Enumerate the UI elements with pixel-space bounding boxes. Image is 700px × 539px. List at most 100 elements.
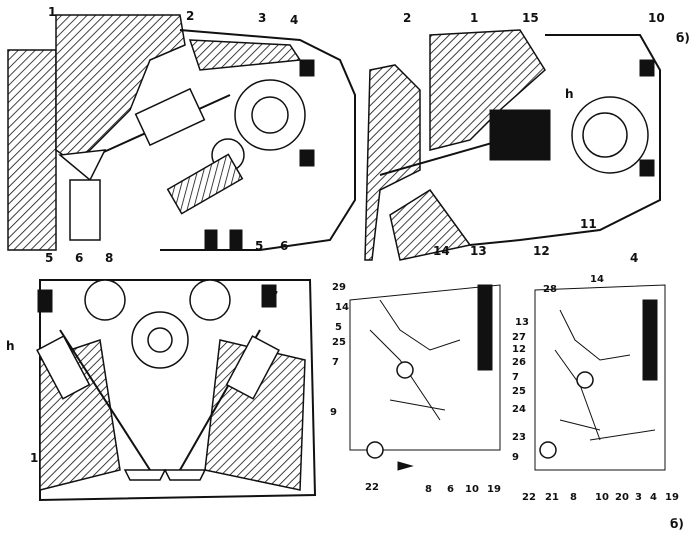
label-c-7: 7	[270, 289, 278, 303]
label-b-1: 1	[470, 11, 478, 25]
label-e-26: 26	[512, 357, 526, 368]
label-b-12: 12	[533, 244, 550, 258]
label-e-4: 4	[650, 492, 657, 503]
label-d-19: 19	[487, 484, 501, 495]
pivot-e	[576, 371, 594, 389]
cam-left	[84, 279, 126, 321]
label-a-6: 6	[280, 239, 288, 253]
head-lower-casting	[389, 188, 472, 261]
cam-right	[189, 279, 231, 321]
label-e-25: 25	[512, 386, 526, 397]
left-spring-c	[36, 335, 91, 400]
label-c-8: 8	[105, 251, 113, 265]
panel-e-linkage: 28 14 13 27 12 26 7 25 24 23 9 22 21 8 1…	[512, 274, 684, 531]
cover-bolt-top	[299, 59, 315, 77]
arrow-d	[397, 461, 414, 471]
adjuster-right	[261, 284, 277, 308]
adjuster-left	[37, 289, 53, 313]
head-top-casting	[188, 39, 302, 71]
label-d-14: 14	[335, 302, 349, 313]
rocker-arm	[166, 153, 244, 215]
head-bolt-2	[229, 229, 243, 251]
label-d-10: 10	[465, 484, 479, 495]
cover-bolt	[299, 149, 315, 167]
valve-cover-outline	[160, 29, 356, 251]
cylinder-wall	[7, 49, 57, 251]
head-left-casting	[364, 64, 421, 261]
label-e-13: 13	[515, 317, 529, 328]
label-d-22: 22	[365, 482, 379, 493]
label-c-5: 5	[45, 251, 53, 265]
housing-e	[534, 284, 666, 471]
intake-port	[55, 14, 186, 161]
label-e-8: 8	[570, 492, 577, 503]
panel-e-letter: б)	[670, 517, 684, 531]
label-d-6: 6	[447, 484, 454, 495]
label-d-7: 7	[332, 357, 339, 368]
label-e-9: 9	[512, 452, 519, 463]
lever-e-2	[554, 349, 601, 441]
label-b-11: 11	[580, 217, 597, 231]
head-bolt-1	[204, 229, 218, 251]
label-c-6: 6	[75, 251, 83, 265]
label-e-14: 14	[590, 274, 604, 285]
label-d-5: 5	[335, 322, 342, 333]
label-e-28: 28	[543, 284, 557, 295]
label-b-15: 15	[522, 11, 539, 25]
camshaft-b	[582, 112, 628, 158]
label-e-10: 10	[595, 492, 609, 503]
label-d-25: 25	[332, 337, 346, 348]
panel-b-letter: б)	[676, 31, 690, 45]
center-cam-hub	[147, 327, 173, 353]
label-e-3: 3	[635, 492, 642, 503]
right-spring-c	[225, 335, 280, 400]
valve-head	[58, 149, 107, 182]
label-a-4: 4	[290, 13, 298, 27]
housing-d	[349, 284, 501, 451]
foot-pivot-d	[366, 441, 384, 459]
valve-spring	[134, 87, 206, 147]
label-b-13: 13	[470, 244, 487, 258]
spring-d	[389, 399, 446, 411]
spark-plug-well	[69, 179, 101, 241]
label-e-12: 12	[512, 344, 526, 355]
panel-d-linkage: 29 14 5 25 7 9 22 8 6 10 19	[330, 282, 501, 495]
panel-c-v-head-section: 5 6 8 7 h 1	[6, 251, 317, 502]
valve-head-right-c	[163, 469, 207, 481]
head-right-outline	[469, 34, 661, 246]
label-e-23: 23	[512, 432, 526, 443]
spring-e-2	[589, 429, 656, 441]
label-a-1: 1	[48, 5, 56, 19]
spring-e	[559, 419, 601, 431]
label-e-24: 24	[512, 404, 526, 415]
valve-head-left-c	[123, 469, 167, 481]
label-b-10: 10	[648, 11, 665, 25]
label-e-7: 7	[512, 372, 519, 383]
label-d-8: 8	[425, 484, 432, 495]
camshaft	[251, 96, 289, 134]
lever-e-1	[559, 309, 631, 361]
gear-rack-d	[477, 284, 493, 371]
lever-d-1	[379, 299, 461, 351]
label-e-19: 19	[665, 492, 679, 503]
label-d-29: 29	[332, 282, 346, 293]
lever-d-2	[369, 329, 441, 421]
label-b-4: 4	[630, 251, 638, 265]
hydraulic-lifter	[489, 109, 551, 161]
label-e-22: 22	[522, 492, 536, 503]
label-b-2: 2	[403, 11, 411, 25]
label-a-5: 5	[255, 239, 263, 253]
pivot-d	[396, 361, 414, 379]
label-e-21: 21	[545, 492, 559, 503]
label-d-9: 9	[330, 407, 337, 418]
gear-rack-e	[642, 299, 658, 381]
bolt-b-2	[639, 159, 655, 177]
left-valve-c	[59, 329, 151, 471]
bolt-b-1	[639, 59, 655, 77]
panel-b-valve-section: б) 2 1 15 10 h 14 13 12 11 4	[364, 11, 690, 265]
label-c-1: 1	[30, 451, 38, 465]
foot-pivot-e	[539, 441, 557, 459]
label-e-20: 20	[615, 492, 629, 503]
label-a-2: 2	[186, 9, 194, 23]
